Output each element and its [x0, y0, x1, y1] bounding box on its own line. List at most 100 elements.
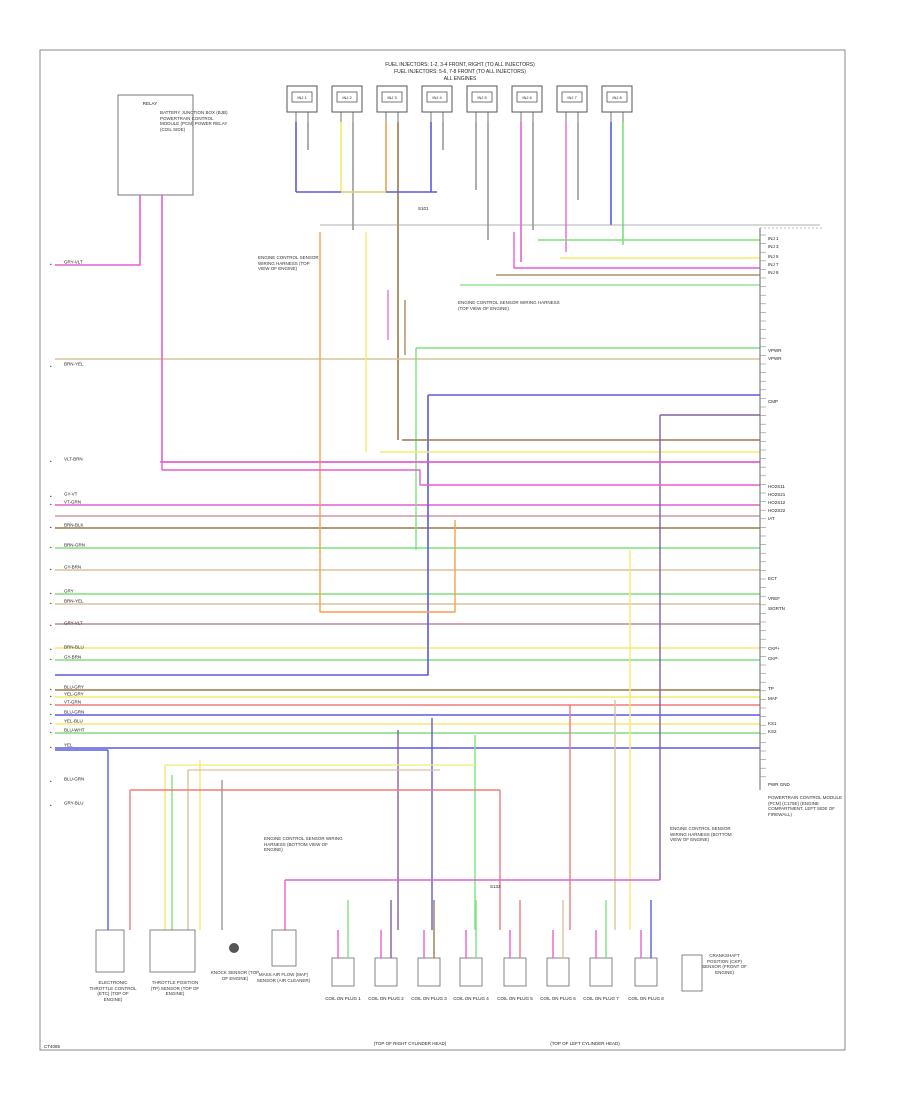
caption-left-head: (TOP OF LEFT CYLINDER HEAD) — [550, 1041, 620, 1046]
left-wire-marker: • — [50, 502, 52, 507]
injector-label: INJ 6 — [522, 95, 532, 100]
injector-1: INJ 1 — [286, 85, 318, 122]
pcm-pin-label: INJ 1 — [768, 236, 779, 241]
tp-sensor-body — [149, 929, 196, 973]
coil-label: COIL ON PLUG 4 — [453, 996, 489, 1001]
header-line-2: FUEL INJECTORS: 5-6, 7-8 FRONT (TO ALL I… — [394, 69, 526, 75]
coil-label: COIL ON PLUG 7 — [583, 996, 619, 1001]
pcm-pin-label: HO2S21 — [768, 492, 786, 497]
injector-label: INJ 7 — [567, 95, 577, 100]
left-wire-label: YEL-BLU — [64, 719, 83, 724]
left-wire-label: BLU-GRN — [64, 710, 84, 715]
injector-label-box — [471, 91, 493, 103]
injector-label: INJ 8 — [612, 95, 622, 100]
pcm-pin-label: TP — [768, 686, 774, 691]
coil-body — [417, 957, 441, 987]
coil-6: COIL ON PLUG 6 — [540, 900, 576, 1001]
coil-body — [634, 957, 658, 987]
left-wire-label: GRY-VLT — [64, 621, 83, 626]
injector-label-box — [606, 91, 628, 103]
splice-s1-label: S101 — [418, 206, 429, 211]
pcm-pin-label: CKP- — [768, 656, 779, 661]
left-wire-label: BRN-BLK — [64, 523, 84, 528]
injector-4: INJ 4 — [421, 85, 453, 122]
left-wire-marker: • — [50, 687, 52, 692]
coil-5: COIL ON PLUG 5 — [497, 900, 533, 1001]
corner-id: CT4085 — [44, 1044, 61, 1049]
pcm-pin-label: INJ 7 — [768, 262, 779, 267]
tp-sensor-label: THROTTLE POSITION (TP) SENSOR (TOP OF EN… — [150, 980, 200, 996]
header-line-3: ALL ENGINES — [444, 76, 477, 82]
pcm-pin-label: HO2S12 — [768, 500, 786, 505]
left-wire-marker: • — [50, 525, 52, 530]
injector-label: INJ 3 — [387, 95, 397, 100]
header-line-1: FUEL INJECTORS: 1-2, 3-4 FRONT, RIGHT (T… — [385, 62, 535, 68]
injector-label: INJ 4 — [432, 95, 442, 100]
left-wire-marker: • — [50, 694, 52, 699]
injector-label-box — [561, 91, 583, 103]
pcm-pin-label: IAT — [768, 516, 775, 521]
coil-8: COIL ON PLUG 8 — [628, 900, 664, 1001]
coil-4: COIL ON PLUG 4 — [453, 900, 489, 1001]
left-wire-label: BLU-GRN — [64, 777, 84, 782]
left-wire-label: YEL — [64, 743, 73, 748]
coil-1: COIL ON PLUG 1 — [325, 900, 361, 1001]
injector-3: INJ 3 — [376, 85, 408, 122]
coil-label: COIL ON PLUG 6 — [540, 996, 576, 1001]
etc-sensor-body — [95, 929, 125, 973]
left-wire-marker: • — [50, 459, 52, 464]
left-wire-marker: • — [50, 730, 52, 735]
left-wire-label: BRN-GRN — [64, 543, 85, 548]
coil-body — [374, 957, 398, 987]
coil-label: COIL ON PLUG 1 — [325, 996, 361, 1001]
injector-7: INJ 7 — [556, 85, 588, 122]
pcm-pin-label: CKP+ — [768, 646, 780, 651]
coil-label: COIL ON PLUG 8 — [628, 996, 664, 1001]
wire-layer — [55, 122, 820, 930]
pcm-pin-label: SIGRTN — [768, 606, 785, 611]
pcm-pin-label: VREF — [768, 596, 780, 601]
coil-label: COIL ON PLUG 3 — [411, 996, 447, 1001]
route-blue-1 — [55, 395, 429, 676]
splice-note-center: ENGINE CONTROL SENSOR WIRING HARNESS (TO… — [458, 300, 560, 311]
coil-body — [459, 957, 483, 987]
pcm-pin-label: HO2S11 — [768, 484, 785, 489]
splice-bottom-label: S133 — [490, 884, 501, 889]
diagram-frame — [39, 49, 846, 1051]
route-orange-1 — [319, 232, 456, 613]
pcm-pin-label: INJ 5 — [768, 254, 779, 259]
left-wire-marker: • — [50, 745, 52, 750]
left-wire-label: GY-BRN — [64, 655, 81, 660]
left-wire-label: GRY-BLU — [64, 801, 84, 806]
route-magenta-top — [513, 232, 760, 269]
left-wire-marker: • — [50, 601, 52, 606]
etc-sensor-label-box: ELECTRONIC THROTTLE CONTROL (ETC) (TOP O… — [89, 980, 137, 1002]
coil-body — [589, 957, 613, 987]
left-wire-marker: • — [50, 779, 52, 784]
pcm-pin-label: VPWR — [768, 348, 782, 353]
injector-label: INJ 1 — [297, 95, 307, 100]
coil-label: COIL ON PLUG 5 — [497, 996, 533, 1001]
relay-module-text: BATTERY JUNCTION BOX (BJB) POWERTRAIN CO… — [160, 110, 228, 132]
splice-note-bottom-right: ENGINE CONTROL SENSOR WIRING HARNESS (BO… — [670, 826, 732, 842]
injector-label-box — [381, 91, 403, 103]
left-wire-label: BLU-WHT — [64, 728, 85, 733]
left-wire-label: BLU-GRY — [64, 685, 84, 690]
maf-sensor-label: MASS AIR FLOW (MAF) SENSOR (AIR CLEANER) — [256, 972, 311, 983]
pcm-pin-label: KS1 — [768, 721, 777, 726]
left-wire-marker: • — [50, 364, 52, 369]
coil-2: COIL ON PLUG 2 — [368, 900, 404, 1001]
injector-2: INJ 2 — [331, 85, 363, 122]
left-wire-marker: • — [50, 591, 52, 596]
left-wire-label: GRY-VLT — [64, 260, 83, 265]
splice-note-bottom-left: ENGINE CONTROL SENSOR WIRING HARNESS (BO… — [264, 836, 343, 852]
coil-group: COIL ON PLUG 1 COIL ON PLUG 2 COIL ON PLUG… — [325, 900, 664, 1001]
left-wire-marker: • — [50, 623, 52, 628]
left-wire-marker: • — [50, 545, 52, 550]
pcm-pin-label: INJ 3 — [768, 244, 779, 249]
etc-sensor-label: ELECTRONIC THROTTLE CONTROL (ETC) (TOP O… — [89, 980, 137, 1002]
coil-3: COIL ON PLUG 3 — [411, 900, 447, 1001]
left-wire-marker: • — [50, 657, 52, 662]
